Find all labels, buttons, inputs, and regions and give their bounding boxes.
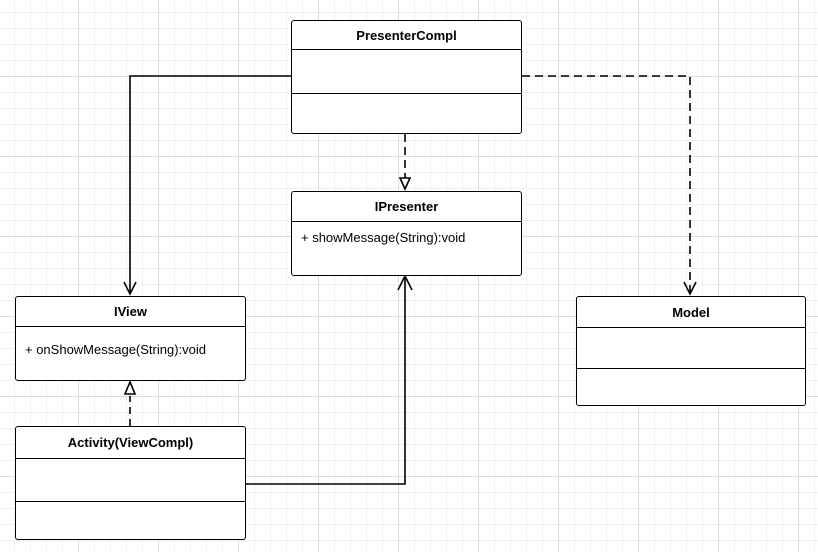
- class-name: Activity(ViewCompl): [16, 427, 245, 459]
- triangle-head-iview: [123, 379, 137, 395]
- operations-compartment: + showMessage(String):void: [292, 222, 521, 275]
- operation-show-message: + showMessage(String):void: [301, 229, 466, 245]
- edge-presentercompl-iview: [129, 75, 291, 294]
- class-presentercompl[interactable]: PresenterCompl: [291, 20, 522, 134]
- edge-presentercompl-model: [522, 75, 691, 294]
- class-name: PresenterCompl: [292, 21, 521, 50]
- operations-compartment: [16, 502, 245, 539]
- operations-compartment: [292, 94, 521, 133]
- operations-compartment: + onShowMessage(String):void: [16, 327, 245, 380]
- class-name: IPresenter: [292, 192, 521, 222]
- triangle-head-ipresenter: [398, 177, 412, 191]
- arrowhead-iview: [123, 281, 137, 296]
- arrowhead-ipresenter: [397, 274, 413, 291]
- operations-compartment: [577, 369, 805, 405]
- class-model[interactable]: Model: [576, 296, 806, 406]
- class-ipresenter[interactable]: IPresenter + showMessage(String):void: [291, 191, 522, 276]
- edge-activity-ipresenter: [246, 276, 406, 485]
- attributes-compartment: [577, 328, 805, 369]
- attributes-compartment: [16, 459, 245, 502]
- class-iview[interactable]: IView + onShowMessage(String):void: [15, 296, 246, 381]
- operation-on-show-message: + onShowMessage(String):void: [25, 341, 207, 357]
- class-name: Model: [577, 297, 805, 328]
- arrowhead-model: [683, 281, 697, 296]
- attributes-compartment: [292, 50, 521, 94]
- class-activity-viewcompl[interactable]: Activity(ViewCompl): [15, 426, 246, 540]
- class-name: IView: [16, 297, 245, 327]
